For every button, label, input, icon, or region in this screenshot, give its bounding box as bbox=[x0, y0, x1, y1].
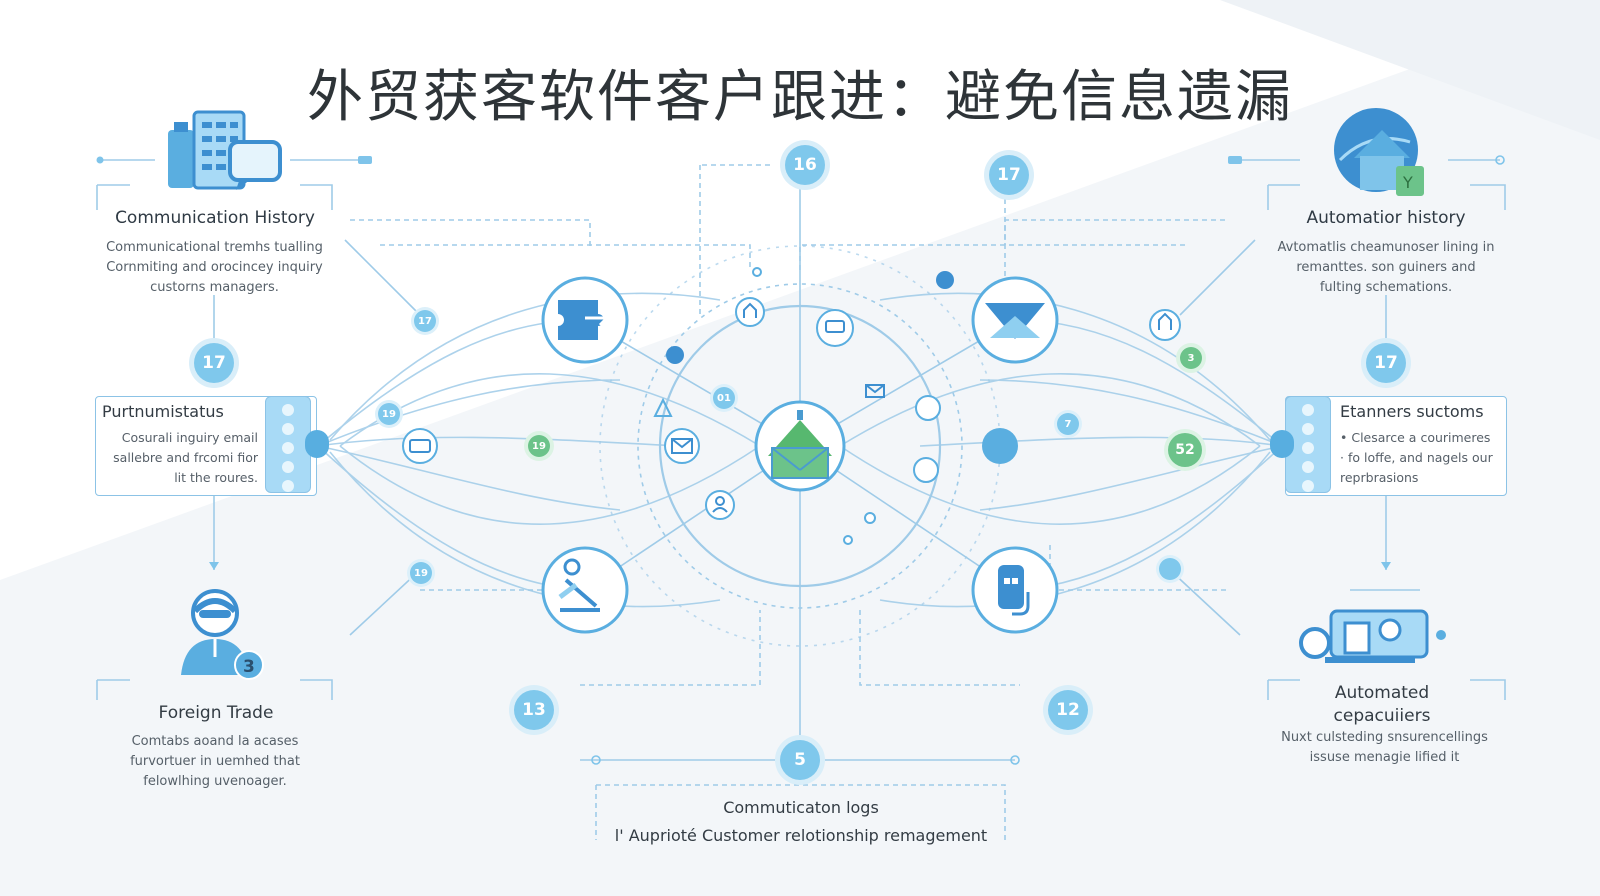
machine-device-icon bbox=[1299, 609, 1446, 663]
panel-desc-automated: Nuxt culsteding snsurencellings issuse m… bbox=[1262, 728, 1507, 768]
envelope-icon bbox=[971, 276, 1059, 364]
desc-line: • Clesarce a courimeres bbox=[1340, 430, 1491, 445]
step-badge-16: 16 bbox=[785, 145, 825, 185]
person-badge: 3 bbox=[243, 657, 255, 677]
panel-title-automation-history: Automatior history bbox=[1306, 208, 1466, 228]
panel-title-communication-history: Communication History bbox=[115, 208, 315, 228]
small-badge bbox=[1159, 558, 1181, 580]
step-badge-17-right: 17 bbox=[1366, 343, 1406, 383]
desc-line: Cornmiting and orocincey inquiry bbox=[106, 260, 323, 275]
globe-house-icon: Y bbox=[1334, 108, 1424, 196]
panel-desc-communication-history: Communicational tremhs tualling Cornmiti… bbox=[92, 238, 337, 298]
desc-line: lit the roures. bbox=[174, 470, 258, 485]
desc-line: Avtomatlis cheamunoser lining in bbox=[1277, 240, 1495, 255]
desc-line: Cosurali inguiry email bbox=[121, 430, 258, 445]
small-badge: 17 bbox=[414, 310, 436, 332]
small-badge: 01 bbox=[713, 387, 735, 409]
office-building-chat-icon bbox=[168, 110, 282, 190]
status-box-left-desc: Cosurali inguiry email sallebre and frco… bbox=[98, 428, 258, 488]
panel-title-foreign-trade: Foreign Trade bbox=[158, 703, 274, 723]
panel-title-automated-line1: Automated bbox=[1334, 683, 1430, 703]
bottom-caption-line2: l' Auprioté Customer relotionship remage… bbox=[614, 826, 988, 845]
desc-line: Communicational tremhs tualling bbox=[106, 240, 323, 255]
tag-icon bbox=[913, 457, 939, 483]
house-hub-icon bbox=[754, 400, 846, 492]
panel-desc-foreign-trade: Comtabs aoand la acases furvortuer in ue… bbox=[100, 732, 330, 792]
status-box-right-title: Etanners suctoms bbox=[1340, 402, 1484, 421]
step-badge-5: 5 bbox=[780, 740, 820, 780]
status-box-left-title: Purtnumistatus bbox=[102, 402, 224, 421]
step-badge-12: 12 bbox=[1048, 690, 1088, 730]
desc-line: Nuxt culsteding snsurencellings bbox=[1281, 730, 1488, 745]
plus-icon bbox=[1149, 309, 1181, 341]
home-icon bbox=[735, 297, 765, 327]
desc-line: reprbrasions bbox=[1340, 470, 1419, 485]
ticket-icon bbox=[402, 428, 438, 464]
step-badge-17-left: 17 bbox=[194, 343, 234, 383]
small-badge: 7 bbox=[1057, 413, 1079, 435]
svg-text:Y: Y bbox=[1402, 173, 1413, 192]
desc-line: remanttes. son guiners and bbox=[1296, 260, 1476, 275]
box-tab-right bbox=[1285, 396, 1331, 493]
status-box-right-desc: • Clesarce a courimeres · fo loffe, and … bbox=[1340, 428, 1500, 488]
desc-line: custorns managers. bbox=[150, 280, 279, 295]
small-badge: 52 bbox=[1168, 433, 1202, 467]
panel-desc-automation-history: Avtomatlis cheamunoser lining in remantt… bbox=[1262, 238, 1510, 298]
desc-line: furvortuer in uemhed that bbox=[130, 754, 300, 769]
small-badge: 19 bbox=[528, 435, 550, 457]
small-badge: 19 bbox=[410, 562, 432, 584]
chat-icon bbox=[816, 309, 854, 347]
desc-line: fulting schemations. bbox=[1319, 280, 1453, 295]
panel-title-automated-line2: cepacuiiers bbox=[1333, 706, 1431, 726]
box-knob-right bbox=[1270, 430, 1294, 458]
desc-line: · fo loffe, and nagels our bbox=[1340, 450, 1493, 465]
step-badge-13: 13 bbox=[514, 690, 554, 730]
person-agent-icon: 3 bbox=[181, 589, 264, 680]
box-knob-left bbox=[305, 430, 329, 458]
step-badge-17-top: 17 bbox=[989, 155, 1029, 195]
pin-icon bbox=[915, 395, 941, 421]
tablet-hand-icon bbox=[541, 546, 629, 634]
small-badge: 3 bbox=[1180, 347, 1202, 369]
document-icon bbox=[971, 546, 1059, 634]
bottom-caption-line1: Commuticaton logs bbox=[723, 798, 879, 817]
puzzle-arrow-icon bbox=[541, 276, 629, 364]
page-title: 外贸获客软件客户跟进：避免信息遗漏 bbox=[307, 65, 1293, 130]
desc-line: sallebre and frcomi fior bbox=[113, 450, 258, 465]
desc-line: felowlhing uvenoager. bbox=[143, 774, 287, 789]
desc-line: Comtabs aoand la acases bbox=[131, 734, 299, 749]
small-badge: 19 bbox=[378, 403, 400, 425]
desc-line: issuse menagie lified it bbox=[1309, 750, 1460, 765]
